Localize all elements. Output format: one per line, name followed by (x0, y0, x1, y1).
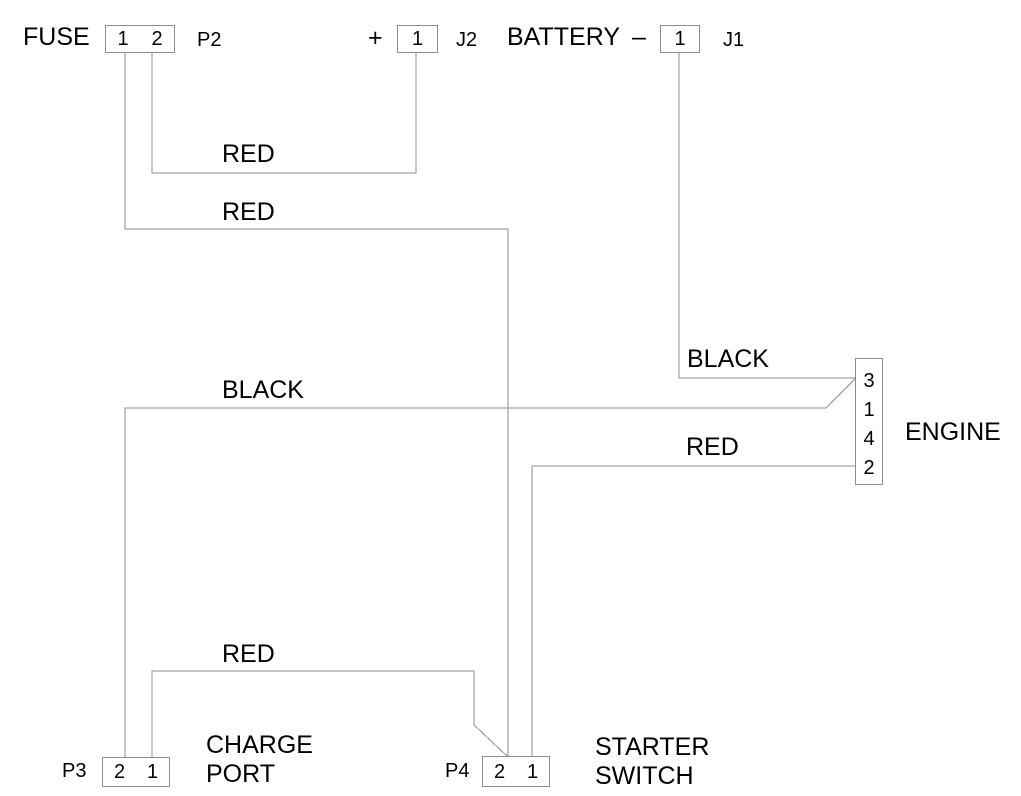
starter-switch-label-line1: STARTER (595, 733, 710, 761)
starter-switch-label-line2: SWITCH (595, 762, 694, 790)
minus-polarity-sign: – (632, 23, 646, 51)
charge-port-label-line1: CHARGE (206, 731, 313, 759)
connector-p4-pin-1: 1 (526, 760, 539, 783)
wire-label-black-battery-engine: BLACK (687, 345, 769, 373)
wire-black-battery-to-engine (678, 53, 855, 379)
wire-black-charge-port-to-engine (124, 378, 856, 757)
wire-label-red-fuse1-starter: RED (222, 198, 275, 226)
connector-p2: 1 2 (105, 25, 175, 53)
battery-label: BATTERY (507, 23, 620, 51)
plus-polarity-sign: + (368, 24, 383, 52)
p2-connector-label: P2 (197, 29, 222, 51)
wire-red-fuse1-to-starter-switch (124, 53, 509, 757)
connector-j2: 1 (397, 25, 438, 53)
wire-label-black-charge-port-engine: BLACK (222, 376, 304, 404)
connector-j2-pin-1: 1 (411, 28, 424, 50)
connector-p2-pin-2: 2 (151, 28, 163, 50)
engine-label: ENGINE (905, 418, 1001, 446)
p4-connector-label: P4 (445, 760, 470, 782)
connector-engine: 3 1 4 2 (855, 358, 883, 485)
wire-label-red-fuse2-j2: RED (222, 140, 275, 168)
connector-j1-pin-1: 1 (674, 28, 686, 50)
connector-p2-pin-1: 1 (117, 28, 129, 50)
connector-p4-pin-2: 2 (493, 760, 506, 783)
connector-engine-pin-2: 2 (863, 456, 875, 479)
wire-red-fuse2-to-j2 (151, 53, 417, 174)
connector-p3-pin-1: 1 (146, 761, 159, 783)
j1-connector-label: J1 (723, 29, 745, 51)
wire-label-red-engine-starter: RED (686, 433, 739, 461)
fuse-label: FUSE (23, 23, 90, 51)
connector-p3-pin-2: 2 (113, 761, 126, 783)
wire-red-engine-to-starter-switch (531, 465, 855, 757)
connector-j1: 1 (660, 25, 700, 53)
connector-p4: 2 1 (482, 756, 550, 787)
connector-p3: 2 1 (102, 757, 170, 787)
charge-port-label-line2: PORT (206, 760, 275, 788)
wire-red-charge-port-to-starter-switch (151, 670, 509, 758)
connector-engine-pin-4: 4 (863, 427, 875, 450)
wire-label-red-charge-port-starter: RED (222, 640, 275, 668)
connector-engine-pin-1: 1 (863, 399, 875, 422)
connector-engine-pin-3: 3 (863, 370, 875, 393)
p3-connector-label: P3 (62, 760, 87, 782)
j2-connector-label: J2 (456, 29, 478, 51)
